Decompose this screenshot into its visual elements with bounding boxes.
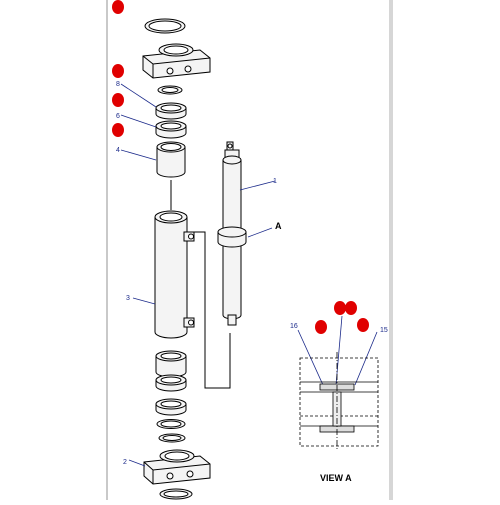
view-a-inset — [299, 352, 379, 450]
seal-ring-6 — [155, 120, 187, 139]
lower-bushing — [155, 350, 187, 378]
red-marker — [345, 301, 357, 315]
leader-A — [247, 227, 273, 238]
leader-3 — [132, 297, 156, 305]
top-bracket-block — [142, 43, 211, 79]
pin-1 — [217, 141, 247, 326]
leader-2 — [128, 459, 146, 467]
callout-3: 3 — [126, 295, 130, 302]
lower-seal-ring-a — [155, 374, 187, 392]
callout-2: 2 — [123, 459, 127, 466]
leader-6 — [120, 114, 157, 128]
red-marker — [315, 320, 327, 334]
red-marker — [112, 64, 124, 78]
assembly-path-line — [190, 231, 231, 389]
callout-A: A — [275, 221, 282, 231]
red-marker — [357, 318, 369, 332]
bushing-4 — [156, 141, 186, 178]
view-a-label: VIEW A — [320, 473, 352, 483]
callout-15: 15 — [380, 327, 388, 334]
red-marker — [334, 301, 346, 315]
callout-6: 6 — [116, 113, 120, 120]
red-marker — [112, 93, 124, 107]
lower-seal-ring-b — [155, 398, 187, 416]
red-marker — [112, 123, 124, 137]
callout-8: 8 — [116, 81, 120, 88]
seal-ring-8 — [155, 102, 187, 120]
leader-15 — [354, 331, 378, 386]
view-a-frame — [299, 357, 379, 447]
callout-1: 1 — [273, 178, 277, 185]
callout-4: 4 — [116, 147, 120, 154]
top-o-ring — [144, 18, 186, 34]
lower-o-ring-b — [158, 433, 186, 443]
leader-red-mid — [335, 315, 343, 386]
leader-8 — [120, 83, 157, 108]
seal-ring-upper — [157, 85, 183, 95]
right-frame-border — [389, 0, 393, 500]
barrel-3 — [154, 210, 195, 339]
leader-1 — [239, 180, 276, 191]
red-marker — [112, 0, 124, 14]
left-frame-border — [106, 0, 108, 500]
leader-16 — [297, 329, 324, 386]
callout-16: 16 — [290, 323, 298, 330]
bottom-o-ring — [159, 488, 193, 500]
bottom-bracket-block-2 — [143, 449, 211, 485]
leader-4 — [120, 149, 157, 161]
lower-o-ring-a — [156, 419, 186, 429]
